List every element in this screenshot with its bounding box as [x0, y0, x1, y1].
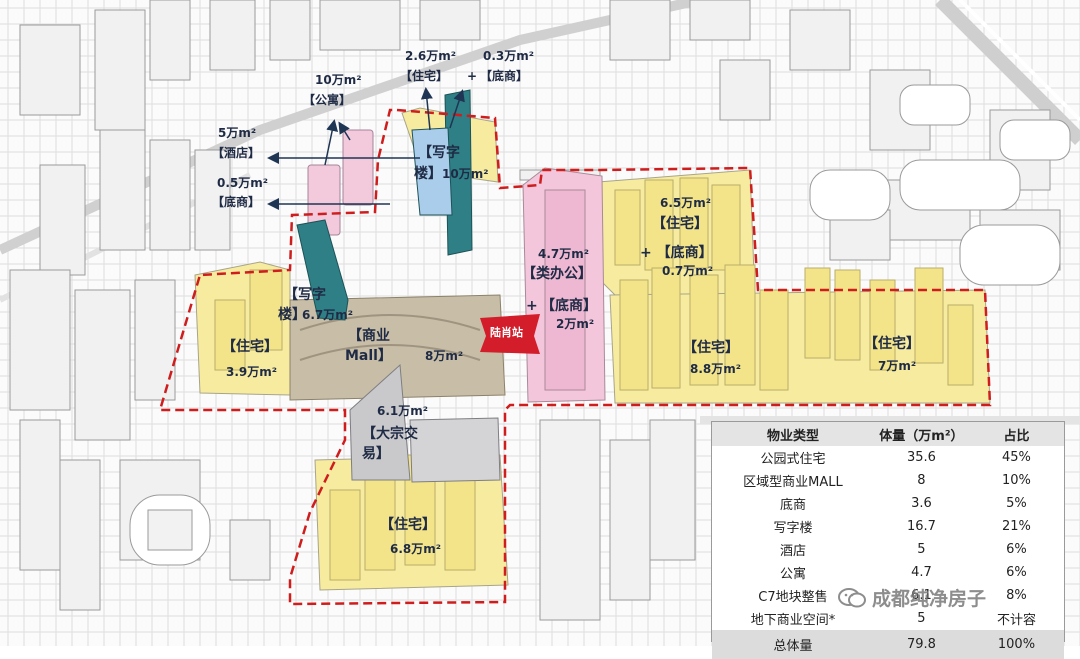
watermark: 成都纯净房子	[838, 584, 986, 611]
bulk-trade-name-line1: 【大宗交	[362, 426, 418, 442]
cell-share: 6%	[1006, 542, 1027, 557]
cell-volume: 5	[917, 542, 926, 557]
header-share: 占比	[968, 422, 1064, 446]
table-row: 写字楼 16.7 21%	[712, 515, 1064, 538]
total-label: 总体量	[712, 630, 874, 659]
watermark-text: 成都纯净房子	[872, 588, 987, 610]
quasi-shop-name: 【底商】	[541, 298, 597, 314]
north-residential-name: 【住宅】	[400, 69, 449, 83]
total-volume: 79.8	[873, 630, 969, 659]
cell-volume: 35.6	[906, 450, 936, 465]
cell-volume: 16.7	[906, 519, 936, 534]
header-volume: 体量（万m²）	[873, 422, 969, 446]
north-plus: +	[467, 69, 478, 83]
cell-volume: 5	[917, 611, 926, 626]
s-residential-area: 6.8万m²	[390, 542, 442, 556]
cell-type: 地下商业空间*	[750, 613, 836, 628]
table-row: C7地块整售 6.1 8%	[712, 584, 1064, 607]
cell-type: 底商	[779, 498, 806, 513]
bulk-trade-name-line2: 易】	[362, 446, 390, 462]
north-shop-area: 0.3万m²	[483, 49, 535, 63]
office-left-name-line1: 【写字	[284, 287, 326, 303]
chat-bubbles-icon	[838, 588, 866, 608]
station-flag	[480, 314, 540, 354]
e1-residential-area: 8.8万m²	[690, 362, 742, 376]
cell-volume: 4.7	[911, 565, 932, 580]
table-row: 公寓 4.7 6%	[712, 561, 1064, 584]
cell-type: 公寓	[779, 567, 806, 582]
office-top-name-line1: 【写字	[418, 145, 460, 161]
apartment-name: 【公寓】	[303, 93, 352, 107]
ne-shop-area: 0.7万m²	[662, 264, 714, 278]
office-top-area: 10万m²	[442, 167, 489, 181]
total-share: 100%	[968, 630, 1064, 659]
mall-area: 8万m²	[425, 349, 464, 363]
shop-name: 【底商】	[212, 195, 261, 209]
cell-share: 8%	[1006, 588, 1027, 603]
w-residential-area: 3.9万m²	[226, 365, 278, 379]
e2-residential-area: 7万m²	[878, 359, 917, 373]
table-header-row: 物业类型 体量（万m²） 占比	[712, 422, 1064, 446]
e2-residential-name: 【住宅】	[864, 336, 920, 352]
s-residential-name: 【住宅】	[380, 517, 436, 533]
w-residential-name: 【住宅】	[222, 339, 278, 355]
office-top-name-line2: 楼】	[414, 166, 442, 182]
mall-name-line2: Mall】	[345, 348, 392, 364]
table-row: 公园式住宅 35.6 45%	[712, 446, 1064, 469]
table-row: 区域型商业MALL 8 10%	[712, 469, 1064, 492]
mall-block	[289, 294, 506, 401]
e1-residential-name: 【住宅】	[683, 340, 739, 356]
ne-residential-area: 6.5万m²	[660, 196, 712, 210]
table-row: 酒店 5 6%	[712, 538, 1064, 561]
apartment-area: 10万m²	[315, 73, 362, 87]
cell-volume: 3.6	[911, 496, 932, 511]
header-property-type: 物业类型	[712, 422, 874, 446]
cell-volume: 8	[917, 473, 926, 488]
cell-share: 21%	[1002, 519, 1031, 534]
quasi-office-block	[522, 167, 606, 403]
residential-towers	[214, 129, 974, 581]
office-left-name-line2: 楼】	[278, 307, 306, 323]
hotel-name: 【酒店】	[212, 146, 261, 160]
bulk-trade-area: 6.1万m²	[377, 404, 429, 418]
north-residential-area: 2.6万m²	[405, 49, 457, 63]
cell-type: 公园式住宅	[760, 452, 826, 467]
apartment-hotel-towers	[307, 129, 374, 236]
station-label: 陆肖站	[490, 326, 523, 339]
bulk-trade-block	[349, 363, 501, 483]
cell-type: C7地块整售	[758, 590, 828, 605]
cell-share: 10%	[1002, 473, 1031, 488]
mall-name-line1: 【商业	[348, 328, 390, 344]
cell-share: 45%	[1002, 450, 1031, 465]
table-row: 底商 3.6 5%	[712, 492, 1064, 515]
quasi-shop-area: 2万m²	[556, 317, 595, 331]
quasi-office-name: 【类办公】	[522, 266, 592, 282]
pointer-arrows	[267, 87, 465, 210]
office-left-area: 6.7万m²	[302, 308, 354, 322]
cell-share: 6%	[1006, 565, 1027, 580]
table-row: 地下商业空间* 5 不计容	[712, 607, 1064, 630]
cell-share: 5%	[1006, 496, 1027, 511]
quasi-office-area: 4.7万m²	[538, 247, 590, 261]
cell-type: 酒店	[779, 544, 806, 559]
quasi-plus: +	[526, 298, 538, 314]
office-towers	[296, 89, 473, 321]
shop-area: 0.5万m²	[217, 176, 269, 190]
cell-type: 区域型商业MALL	[743, 475, 843, 490]
cell-share: 不计容	[996, 613, 1036, 628]
site-boundary	[158, 108, 992, 606]
cell-volume: 6.1	[911, 588, 932, 603]
ne-plus-shop: + 【底商】	[640, 245, 713, 261]
ne-residential-name: 【住宅】	[652, 216, 708, 232]
north-shop-name: 【底商】	[480, 69, 529, 83]
cell-type: 写字楼	[773, 521, 813, 536]
hotel-area: 5万m²	[218, 126, 257, 140]
